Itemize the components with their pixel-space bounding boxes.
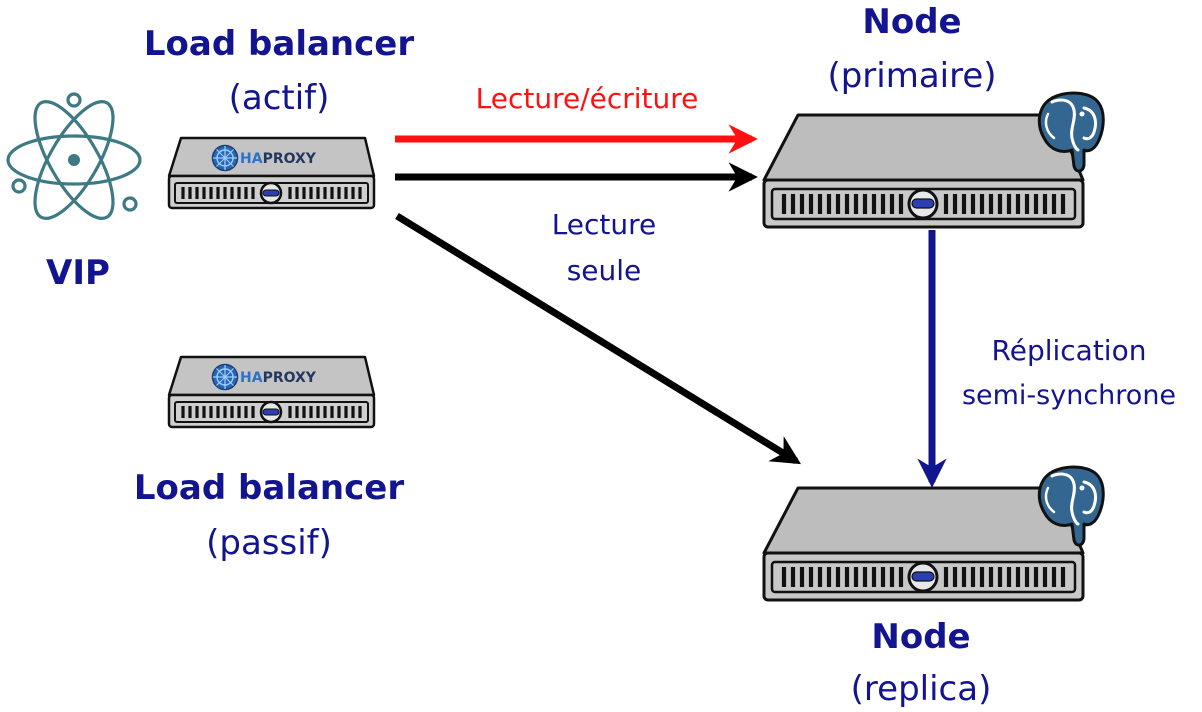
edge-read-write: Lecture/écriture	[395, 82, 758, 154]
read-only-arrow-replica	[395, 213, 802, 465]
vip-group: VIP	[6, 92, 142, 293]
haproxy-ha-text: HA	[240, 370, 263, 386]
edge-replication: Réplication semi-synchrone	[917, 230, 1176, 488]
lb-active-state: (actif)	[229, 78, 330, 118]
replication-label-line2: semi-synchrone	[962, 380, 1176, 411]
svg-text:HAPROXY: HAPROXY	[240, 370, 317, 386]
node-replica-server-icon	[764, 488, 1083, 600]
lb-passive-server-icon: HAPROXY	[167, 355, 376, 429]
vip-label: VIP	[46, 253, 110, 293]
lb-passive-state: (passif)	[206, 523, 332, 563]
read-write-label: Lecture/écriture	[476, 82, 699, 115]
read-only-label-line1: Lecture	[552, 208, 657, 241]
read-only-label-line2: seule	[567, 254, 642, 287]
node-replica-group: Node (replica)	[764, 465, 1105, 709]
node-replica-role: (replica)	[851, 669, 992, 709]
lb-passive-group: HAPROXY Load balancer (passif)	[134, 355, 404, 563]
node-primary-title: Node	[862, 2, 961, 42]
node-primary-role: (primaire)	[827, 56, 996, 96]
haproxy-proxy-text: PROXY	[263, 151, 317, 167]
replication-label-line1: Réplication	[992, 334, 1147, 367]
haproxy-ha-text: HA	[240, 151, 263, 167]
lb-active-server-icon: HAPROXY	[167, 136, 376, 210]
haproxy-logo-icon: HAPROXY	[211, 363, 317, 391]
edge-read-only: Lecture seule	[395, 162, 802, 465]
svg-text:HAPROXY: HAPROXY	[240, 151, 317, 167]
lb-active-title: Load balancer	[144, 24, 414, 64]
lb-passive-title: Load balancer	[134, 468, 404, 508]
node-primary-server-icon	[764, 115, 1083, 227]
haproxy-proxy-text: PROXY	[263, 370, 317, 386]
haproxy-logo-icon: HAPROXY	[211, 144, 317, 172]
lb-active-group: Load balancer (actif) HAPROXY	[144, 24, 414, 210]
node-replica-title: Node	[871, 617, 970, 657]
atom-icon	[6, 92, 142, 221]
node-primary-group: Node (primaire)	[764, 2, 1105, 227]
